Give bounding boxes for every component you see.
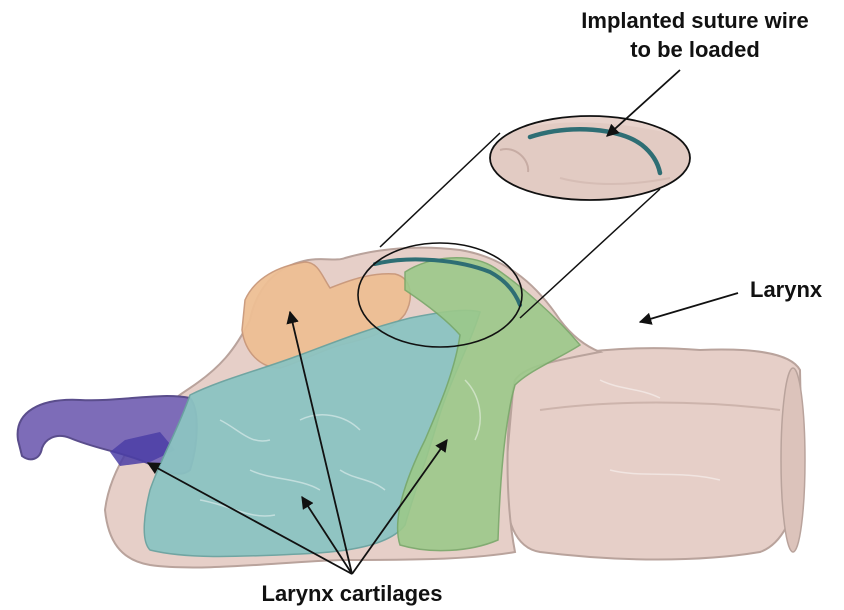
cartilages-label: Larynx cartilages [262,581,443,606]
suture-label-line2: to be loaded [630,37,760,62]
magnifier-line-left [380,133,500,247]
larynx-label: Larynx [750,277,823,302]
arrow-icon [640,293,738,322]
trachea-end [781,368,805,552]
trachea-tube [505,348,802,559]
magnifier-line-right [520,189,660,318]
larynx-model [18,243,805,567]
suture-label-line1: Implanted suture wire [581,8,808,33]
